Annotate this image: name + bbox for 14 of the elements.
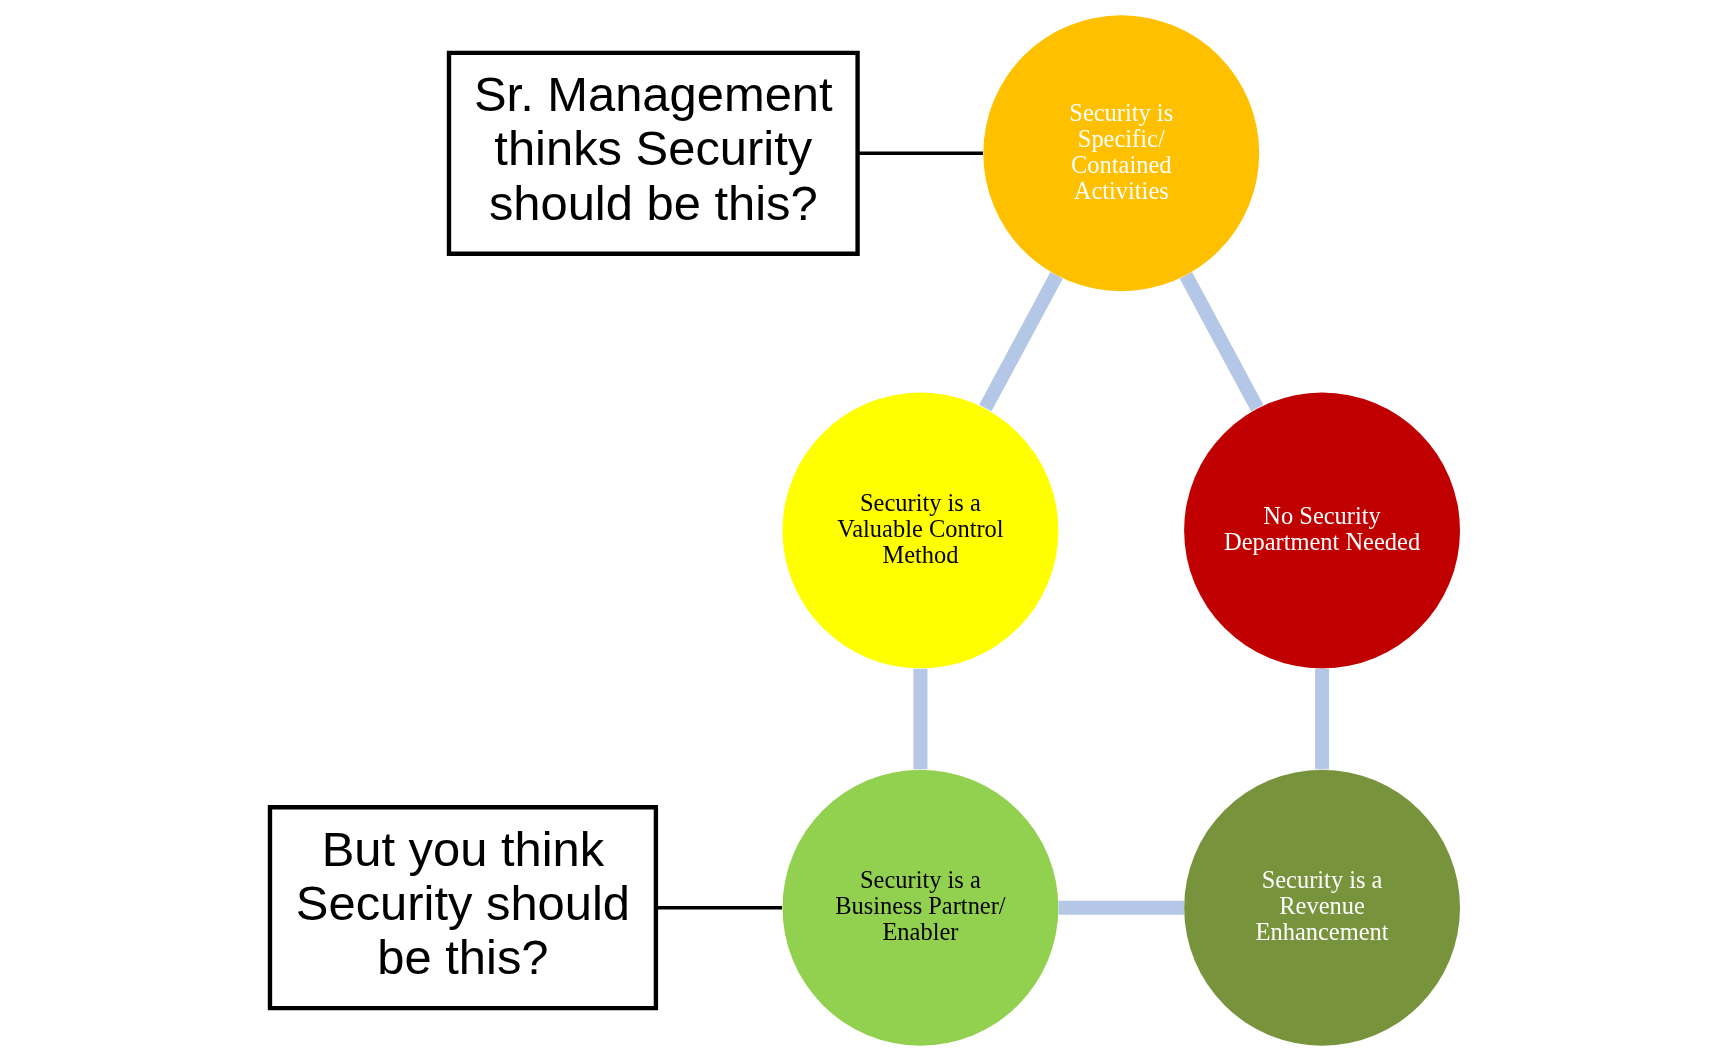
node-circle: Security is Specific/ Contained Activities — [982, 15, 1259, 292]
connector — [1314, 668, 1329, 770]
connector — [1179, 272, 1263, 412]
connector — [857, 151, 983, 156]
connector — [1058, 900, 1184, 915]
connector — [912, 668, 927, 770]
node-box: But you think Security should be this? — [267, 805, 658, 1011]
node-circle: Security is a Valuable Control Method — [782, 392, 1058, 669]
node-circle: Security is a Revenue Enhancement — [1183, 769, 1460, 1046]
node-circle: No Security Department Needed — [1183, 392, 1460, 669]
connector — [655, 905, 782, 910]
node-circle: Security is a Business Partner/ Enabler — [782, 769, 1058, 1046]
node-box: Sr. Management thinks Security should be this? — [446, 50, 860, 256]
connector — [978, 272, 1063, 412]
